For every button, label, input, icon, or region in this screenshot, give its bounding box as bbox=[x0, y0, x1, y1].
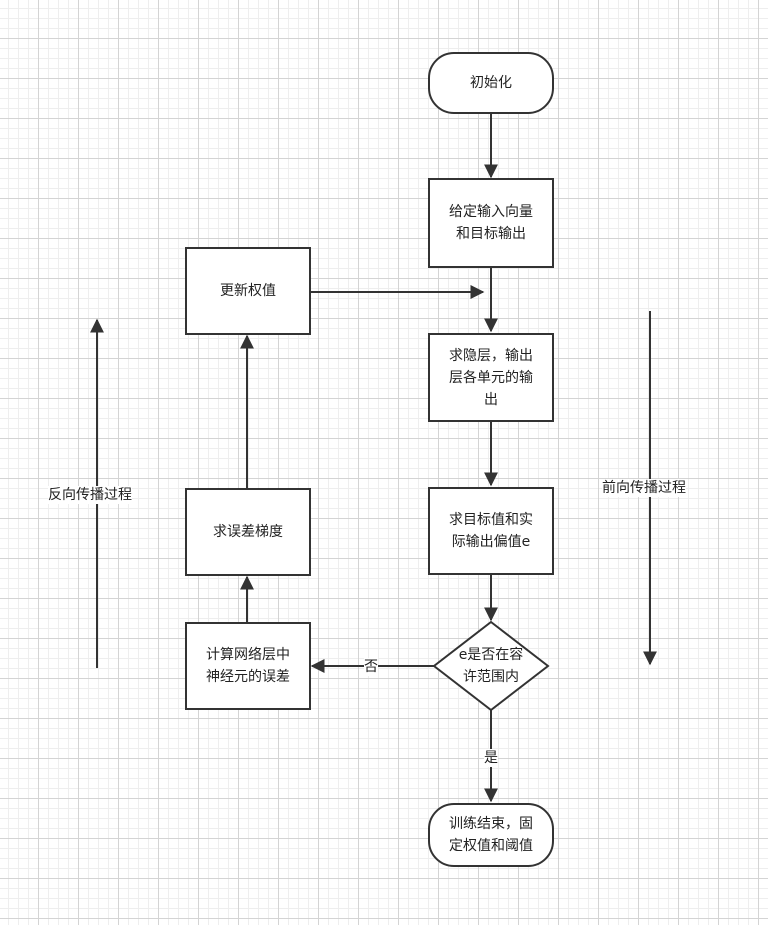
hidden-label-line3: 出 bbox=[484, 391, 498, 408]
deviation-label-line1: 求目标值和实 bbox=[449, 512, 533, 528]
update-weights-node: 更新权值 bbox=[185, 247, 311, 335]
forward-process-label: 前向传播过程 bbox=[602, 479, 686, 497]
input-label-line1: 给定输入向量 bbox=[449, 204, 533, 220]
error-label-line1: 计算网络层中 bbox=[206, 647, 290, 663]
decision-label-line1: e是否在容 bbox=[458, 647, 524, 663]
hidden-label-line2: 层各单元的输 bbox=[449, 369, 533, 386]
input-vector-node: 给定输入向量 和目标输出 bbox=[428, 178, 554, 268]
gradient-node: 求误差梯度 bbox=[185, 488, 311, 576]
update-label: 更新权值 bbox=[220, 283, 276, 299]
decision-diamond bbox=[432, 620, 550, 712]
gradient-label: 求误差梯度 bbox=[213, 524, 283, 540]
init-label: 初始化 bbox=[470, 75, 512, 91]
init-node: 初始化 bbox=[428, 52, 554, 114]
end-label-line2: 定权值和阈值 bbox=[449, 838, 533, 854]
backward-process-label: 反向传播过程 bbox=[48, 486, 132, 504]
decision-label-line2: 许范围内 bbox=[463, 669, 519, 685]
input-label-line2: 和目标输出 bbox=[456, 226, 526, 242]
hidden-output-node: 求隐层，输出 层各单元的输 出 bbox=[428, 333, 554, 422]
deviation-label-line2: 际输出偏值e bbox=[451, 534, 531, 550]
compute-error-node: 计算网络层中 神经元的误差 bbox=[185, 622, 311, 710]
end-node: 训练结束，固 定权值和阈值 bbox=[428, 803, 554, 867]
end-label-line1: 训练结束，固 bbox=[449, 816, 533, 832]
no-edge-label: 否 bbox=[364, 658, 378, 676]
deviation-node: 求目标值和实 际输出偏值e bbox=[428, 487, 554, 575]
hidden-label-line1: 求隐层，输出 bbox=[449, 347, 533, 364]
yes-edge-label: 是 bbox=[484, 749, 498, 767]
decision-text: e是否在容 许范围内 bbox=[434, 622, 548, 710]
error-label-line2: 神经元的误差 bbox=[206, 669, 290, 685]
